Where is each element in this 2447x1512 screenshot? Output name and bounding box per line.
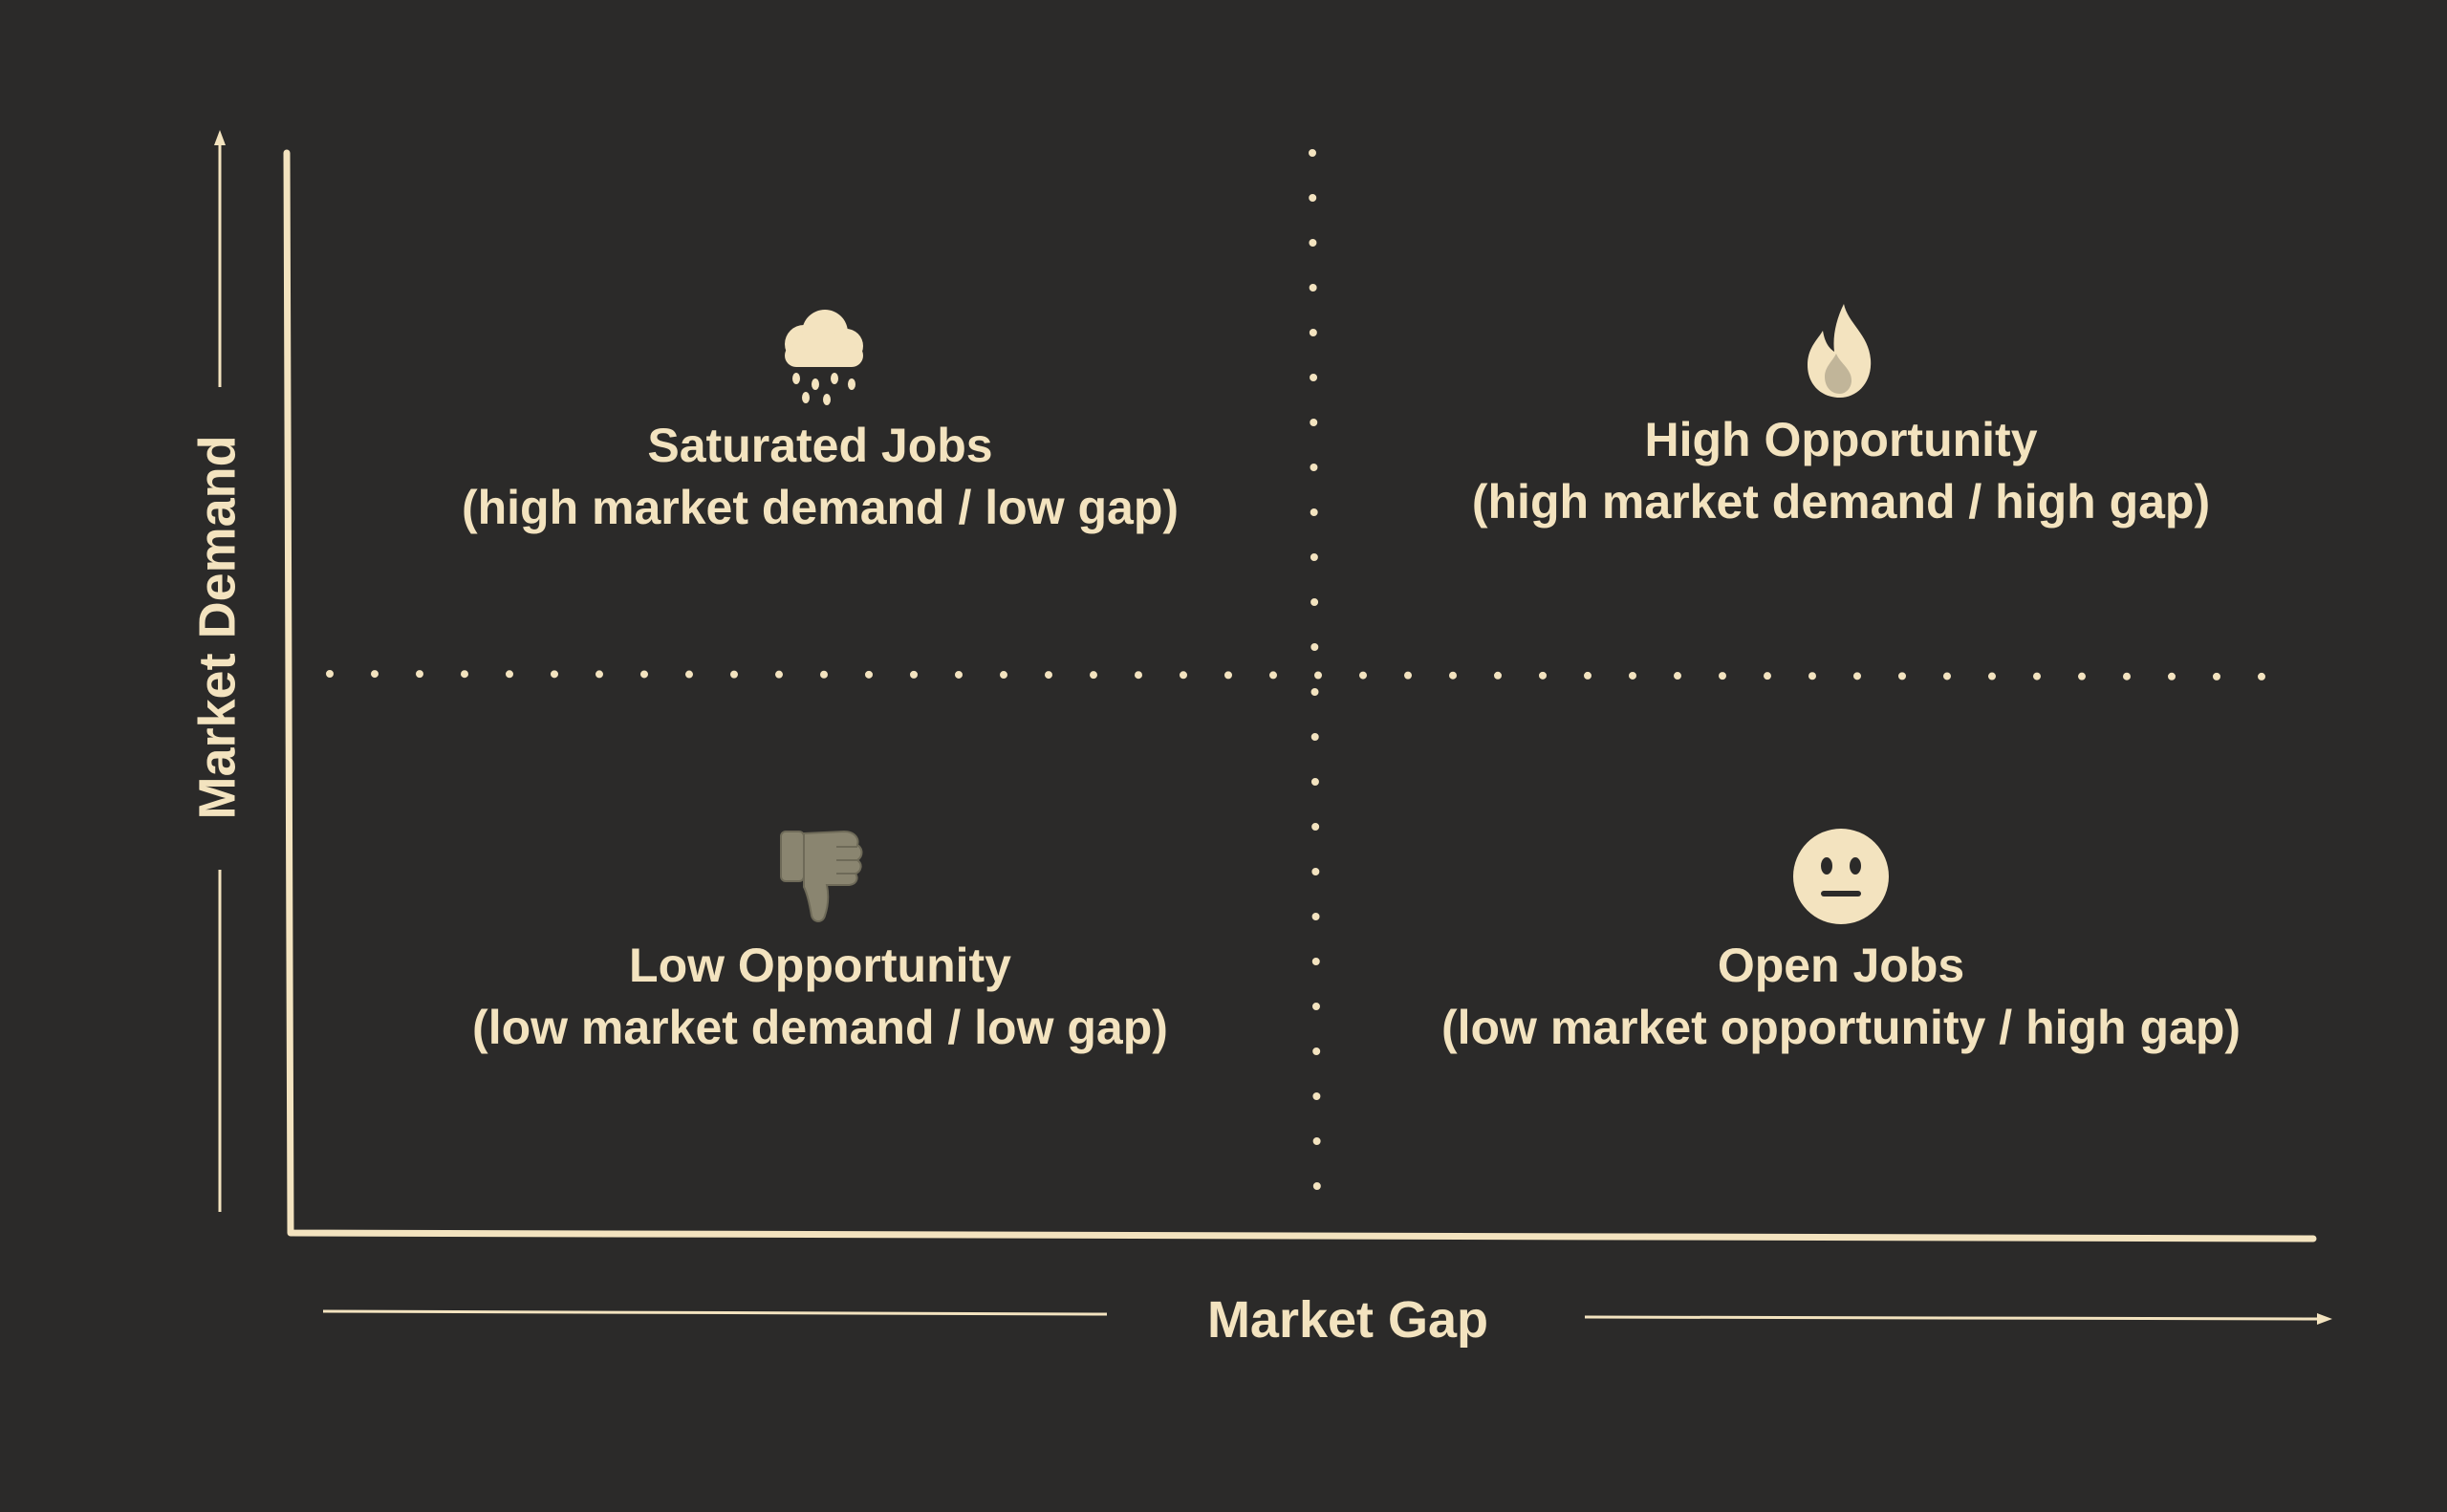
quadrant-subtitle: (low market opportunity / high gap): [1440, 1001, 2241, 1054]
vertical-divider: [1309, 149, 1321, 1227]
quadrant-high-opportunity: High Opportunity (high market demand / h…: [1363, 298, 2319, 533]
quadrant-subtitle: (high market demand / low gap): [461, 481, 1180, 534]
thumbs-down-icon: [780, 830, 863, 922]
quadrant-title: Saturated Jobs: [647, 419, 993, 472]
y-axis-arrow: [214, 130, 226, 1212]
quadrant-title: Open Jobs: [1717, 939, 1965, 992]
quadrant-subtitle: (low market demand / low gap): [472, 1001, 1168, 1054]
y-axis-label: Market Demand: [188, 435, 247, 820]
x-axis-label: Market Gap: [1206, 1291, 1489, 1349]
quadrant-open-jobs: Open Jobs (low market opportunity / high…: [1363, 824, 2319, 1059]
fire-icon: [1808, 304, 1872, 398]
horizontal-divider: [326, 670, 2309, 680]
neutral-face-icon: [1793, 829, 1889, 924]
quadrant-subtitle: (high market demand / high gap): [1471, 475, 2211, 529]
rain-cloud-icon: [785, 310, 863, 405]
x-axis-arrow: [322, 1309, 2332, 1325]
quadrant-saturated-jobs: Saturated Jobs (high market demand / low…: [342, 304, 1298, 539]
quadrant-low-opportunity: Low Opportunity (low market demand / low…: [342, 824, 1298, 1059]
axis-lines: [283, 149, 2317, 1242]
quadrant-title: High Opportunity: [1644, 413, 2038, 466]
quadrant-title: Low Opportunity: [629, 939, 1011, 992]
